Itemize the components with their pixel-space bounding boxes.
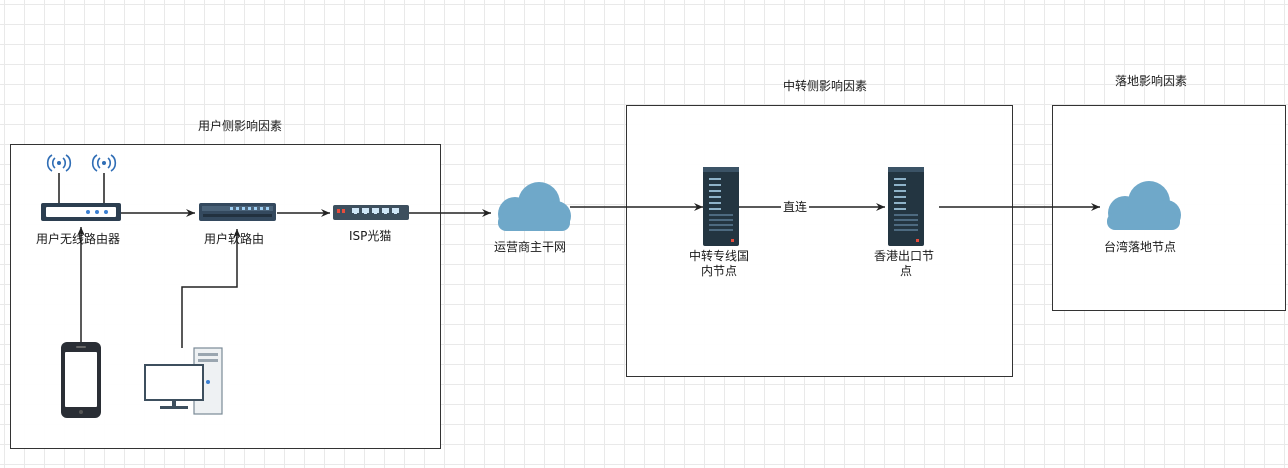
isp-backbone-cloud-icon bbox=[498, 182, 571, 231]
smartphone-icon bbox=[61, 342, 101, 418]
user-side-group-title: 用户侧影响因素 bbox=[198, 119, 283, 133]
soft-router-icon bbox=[199, 203, 276, 221]
relay-domestic-label-line2: 内节点 bbox=[701, 264, 738, 278]
hk-exit-label-line2: 点 bbox=[900, 264, 913, 278]
relay-domestic-server-icon bbox=[703, 167, 739, 246]
edge-pc-to-softrouter bbox=[181, 229, 241, 348]
wireless-router-label: 用户无线路由器 bbox=[36, 232, 121, 246]
connectors bbox=[77, 203, 1100, 348]
relay-domestic-label-line1: 中转专线国 bbox=[689, 249, 750, 263]
isp-modem-icon bbox=[333, 205, 409, 220]
isp-modem-label: ISP光猫 bbox=[349, 229, 392, 243]
taiwan-landing-label: 台湾落地节点 bbox=[1104, 240, 1177, 254]
desktop-pc-icon bbox=[144, 347, 223, 415]
landing-side-group-title: 落地影响因素 bbox=[1115, 74, 1188, 88]
taiwan-landing-cloud-icon bbox=[1107, 181, 1181, 230]
isp-backbone-label: 运营商主干网 bbox=[494, 240, 567, 254]
wireless-router-icon bbox=[41, 154, 121, 221]
relay-side-group-title: 中转侧影响因素 bbox=[783, 79, 868, 93]
hk-exit-label-line1: 香港出口节 bbox=[874, 249, 935, 263]
soft-router-label: 用户软路由 bbox=[204, 232, 265, 246]
relay-side-group bbox=[626, 105, 1013, 377]
direct-connection-label: 直连 bbox=[781, 200, 810, 215]
hk-exit-server-icon bbox=[888, 167, 924, 246]
